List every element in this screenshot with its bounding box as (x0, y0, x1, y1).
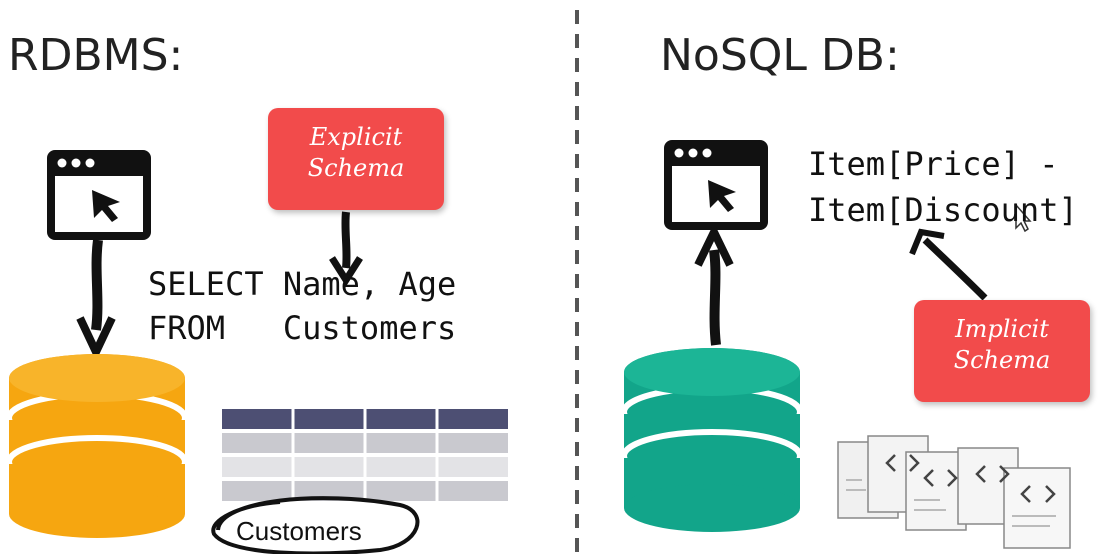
nosql-heading: NoSQL DB: (660, 30, 900, 81)
sql-query-line1: SELECT Name, Age (148, 265, 457, 303)
json-document-icons (837, 435, 1071, 549)
customers-table-caption: Customers (236, 516, 362, 546)
rdbms-heading: RDBMS: (8, 30, 184, 81)
explicit-schema-label-line2: Schema (307, 154, 405, 183)
database-icon-left (6, 354, 188, 538)
mouse-pointer-icon (1015, 203, 1032, 233)
cursor-arrow-icon (92, 190, 120, 222)
arrow-down-left (76, 239, 116, 362)
database-icon-right (621, 348, 803, 532)
sql-query-line2: FROM Customers (148, 309, 457, 347)
explicit-schema-label-line1: Explicit (309, 123, 403, 151)
implicit-schema-tag: Implicit Schema (914, 300, 1090, 402)
browser-window-icon-left (47, 150, 151, 240)
nosql-expr-line2: Item[Discount] (808, 191, 1078, 229)
caption-circle (211, 496, 420, 554)
explicit-schema-tag: Explicit Schema (268, 108, 444, 210)
implicit-schema-label-line2: Schema (953, 346, 1051, 375)
nosql-expr-line1: Item[Price] - (808, 145, 1059, 183)
browser-window-icon-right (664, 140, 768, 230)
arrow-explicit-schema (329, 211, 363, 287)
implicit-schema-label-line1: Implicit (955, 315, 1049, 343)
arrow-implicit-schema (909, 228, 988, 301)
customers-table (222, 409, 508, 501)
cursor-arrow-icon (708, 180, 736, 212)
arrow-up-right (694, 222, 734, 346)
